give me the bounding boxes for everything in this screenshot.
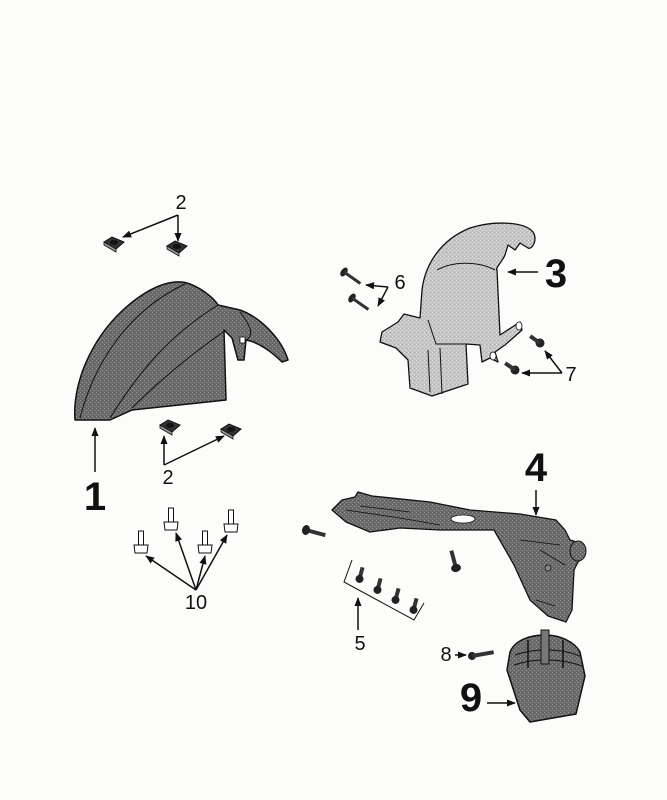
screws-part-6 (340, 267, 370, 311)
callout-5: 5 (354, 633, 366, 655)
callout-6: 6 (394, 272, 406, 294)
callout-3: 3 (544, 252, 568, 296)
license-light-part-9 (506, 629, 586, 723)
license-bracket-part-4 (331, 491, 587, 623)
front-fender-part-1 (74, 281, 289, 421)
callout-2-bottom: 2 (162, 467, 174, 489)
callout-4: 4 (524, 446, 548, 490)
callout-2-top: 2 (175, 192, 187, 214)
rear-hugger-part-3 (379, 222, 536, 397)
callout-7: 7 (565, 364, 577, 386)
flange-bolts-part-10 (133, 507, 239, 554)
clip-nuts-part-2 (103, 236, 242, 440)
leader-lines (91, 214, 563, 707)
callout-8: 8 (440, 644, 452, 666)
loose-screws (301, 525, 461, 573)
callout-10: 10 (184, 592, 208, 614)
callout-9: 9 (459, 676, 483, 720)
screw-part-8 (468, 650, 495, 660)
callout-1: 1 (83, 475, 107, 519)
screw-set-part-5 (343, 559, 425, 621)
bolts-part-7 (504, 334, 545, 375)
